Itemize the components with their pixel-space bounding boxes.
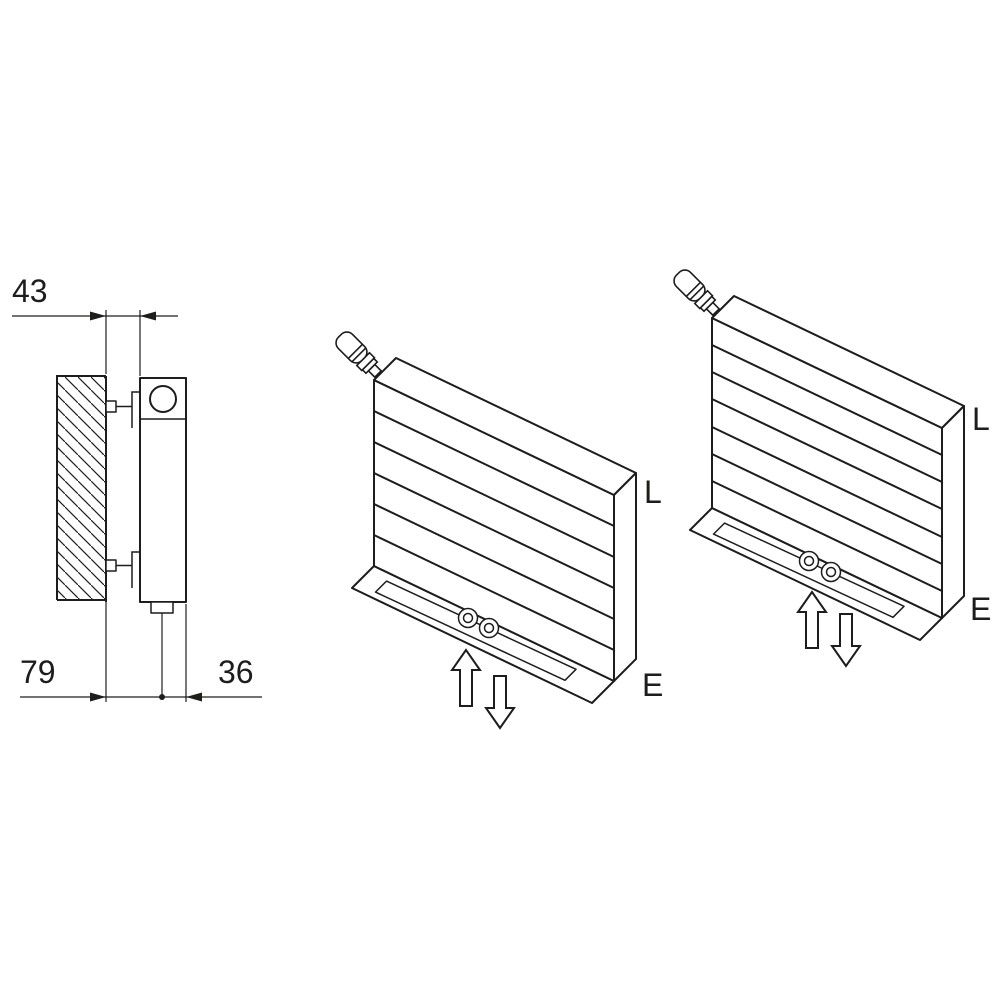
dim-arrow-left-icon (140, 311, 156, 321)
radiator-body-side (139, 377, 187, 603)
bottom-connection-block (150, 601, 174, 614)
panel-slat-lines (711, 344, 943, 592)
wall-bracket-bottom (105, 551, 140, 588)
flow-up-arrow-icon (451, 649, 481, 707)
dim-arrow-right-icon (90, 692, 106, 702)
radiator-iso-left: L E (331, 327, 663, 729)
dimension-bottom: 79 36 (20, 654, 262, 702)
label-upper-port: L (972, 401, 990, 437)
extension-lines (105, 310, 187, 702)
bottom-outlet-slot (374, 580, 577, 682)
flow-up-arrow-icon (797, 591, 827, 649)
end-face (941, 405, 965, 619)
side-view: 43 79 36 (12, 273, 262, 702)
radiator-iso-right: L E (669, 265, 991, 667)
thermostat-knob-side-icon (149, 385, 177, 413)
wall-hatch (57, 376, 106, 600)
dim-arrow-right-icon (90, 311, 106, 321)
pipe-connections (457, 607, 500, 639)
end-face (613, 472, 637, 682)
label-upper-port: L (644, 474, 662, 510)
wall-bracket-top (105, 391, 140, 428)
thermostatic-valve-icon (331, 327, 386, 382)
dim-arrow-left-icon (186, 692, 202, 702)
pipe-connections (798, 550, 842, 583)
flow-down-arrow-icon (485, 675, 515, 729)
flow-down-arrow-icon (831, 613, 861, 667)
dim-top-label: 43 (12, 273, 48, 309)
panel-slat-lines (373, 410, 615, 651)
dim-bottom-right-label: 36 (218, 654, 254, 690)
dim-point-marker (159, 694, 165, 700)
label-lower-port: E (970, 591, 991, 627)
dimension-top: 43 (12, 273, 178, 321)
dim-bottom-left-label: 79 (20, 654, 56, 690)
label-lower-port: E (642, 667, 663, 703)
thermostatic-valve-icon (669, 265, 724, 320)
radiator-side-profile (139, 377, 187, 614)
